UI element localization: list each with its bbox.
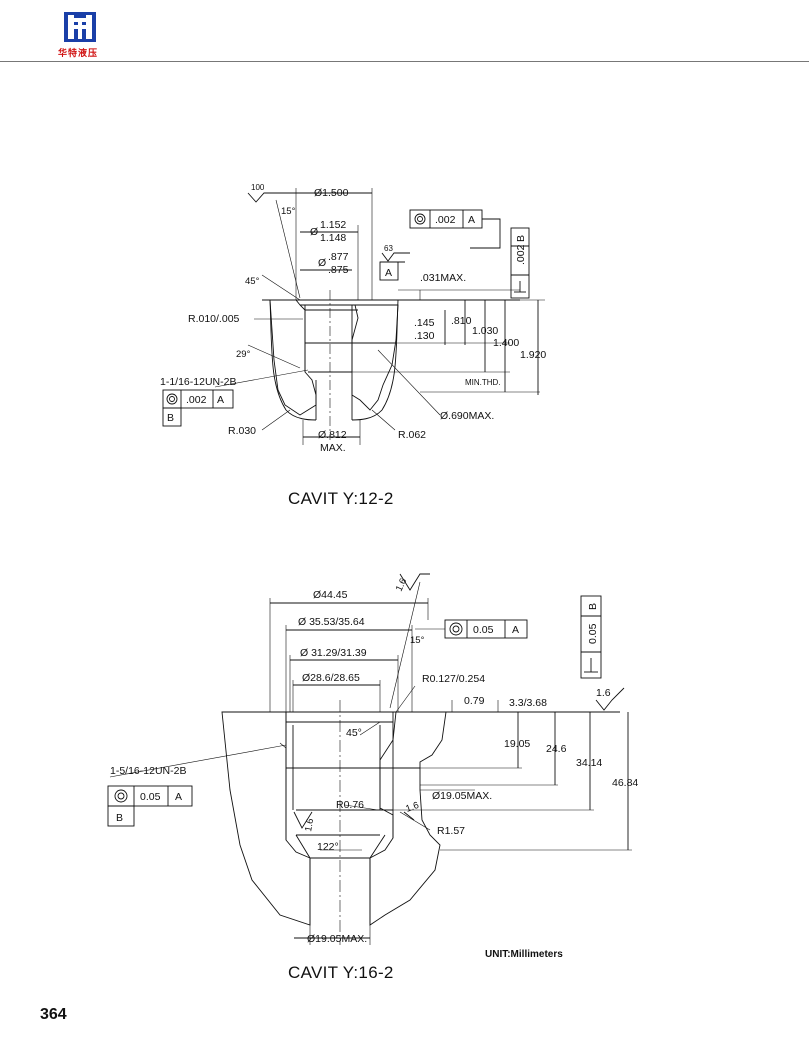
angle-15-bottom: 15° xyxy=(410,635,425,646)
dim-d690max: Ø.690MAX. xyxy=(440,410,494,422)
dim-4684: 46.84 xyxy=(612,777,638,789)
caption-cavity-12-2: CAVIT Y:12-2 xyxy=(288,489,394,508)
roughness-1-6-top: 1.6 xyxy=(394,577,410,594)
angle-29: 29° xyxy=(236,349,251,360)
fcf-bottom-thread-tolerance: 0.05 xyxy=(140,791,161,803)
angle-15: 15° xyxy=(281,206,296,217)
dim-max: MAX. xyxy=(320,442,346,454)
logo-icon xyxy=(64,12,96,42)
dim-145: .145 xyxy=(414,317,435,329)
fcf-bottom-thread-datum-b: B xyxy=(116,812,123,824)
roughness-1-6-left: 1.6 xyxy=(303,818,316,833)
dim-d3553: Ø 35.53/35.64 xyxy=(298,616,365,628)
angle-122: 122° xyxy=(317,841,339,853)
page-header: 华特液压 xyxy=(0,0,809,62)
dim-d4445: Ø44.45 xyxy=(313,589,348,601)
dim-246: 24.6 xyxy=(546,743,567,755)
fcf-bottom-thread-datum: A xyxy=(175,791,182,803)
dim-d875: .875 xyxy=(328,264,349,276)
dim-079: 0.79 xyxy=(464,695,485,707)
dim-r010: R.010/.005 xyxy=(188,313,240,325)
dim-r157: R1.57 xyxy=(437,825,465,837)
fcf-bottom-tolerance: 0.05 xyxy=(473,624,494,636)
fcf-thread-datum-b: B xyxy=(167,412,174,424)
fcf-perp-datum: B xyxy=(515,235,527,242)
dim-1905: 19.05 xyxy=(504,738,530,750)
angle-45-bottom: 45° xyxy=(346,727,362,739)
dim-d286: Ø28.6/28.65 xyxy=(302,672,360,684)
dim-1030: 1.030 xyxy=(472,325,498,337)
unit-label: UNIT:Millimeters xyxy=(485,949,563,960)
fcf-thread-tolerance: .002 xyxy=(186,394,207,406)
dim-1920: 1.920 xyxy=(520,349,546,361)
phi-symbol-1: Ø xyxy=(310,226,318,238)
dim-3414: 34.14 xyxy=(576,757,602,769)
phi-symbol-2: Ø xyxy=(318,257,326,269)
fcf-top-tolerance: .002 xyxy=(435,214,456,226)
dim-r127: R0.127/0.254 xyxy=(422,673,485,685)
dim-810: .810 xyxy=(451,315,472,327)
dim-d1905max: Ø19.05MAX. xyxy=(432,790,492,802)
thread-spec-top: 1-1/16-12UN-2B xyxy=(160,376,236,388)
dim-d3129: Ø 31.29/31.39 xyxy=(300,647,367,659)
thread-spec-bottom: 1-5/16-12UN-2B xyxy=(110,765,186,777)
fcf-bottom-perp-datum: B xyxy=(587,603,599,610)
caption-cavity-16-2: CAVIT Y:16-2 xyxy=(288,963,394,982)
min-thread-label: MIN.THD. xyxy=(465,378,501,387)
fcf-top-datum: A xyxy=(468,214,475,226)
fcf-bottom-perp-tolerance: 0.05 xyxy=(587,623,599,644)
dim-r062: R.062 xyxy=(398,429,426,441)
logo-text: 华特液压 xyxy=(58,48,99,58)
page-number: 364 xyxy=(40,1006,67,1023)
dim-r030: R.030 xyxy=(228,425,256,437)
dim-r076: R0.76 xyxy=(336,799,364,811)
fcf-perp-tolerance: .002 xyxy=(515,244,527,265)
roughness-100: 100 xyxy=(251,183,265,192)
dim-031max: .031MAX. xyxy=(420,272,466,284)
dim-d1148: 1.148 xyxy=(320,232,346,244)
dim-1400: 1.400 xyxy=(493,337,519,349)
header-divider xyxy=(0,61,809,62)
dim-d1905max-bottom: Ø19.05MAX. xyxy=(307,933,367,945)
roughness-63: 63 xyxy=(384,244,393,253)
fcf-thread-datum: A xyxy=(217,394,224,406)
dim-d1500: Ø1.500 xyxy=(314,187,349,199)
dim-130: .130 xyxy=(414,330,435,342)
fcf-bottom-datum: A xyxy=(512,624,519,636)
roughness-1-6-mid: 1.6 xyxy=(404,800,420,815)
dim-33: 3.3/3.68 xyxy=(509,697,547,709)
angle-45: 45° xyxy=(245,276,260,287)
dim-d877: .877 xyxy=(328,251,349,263)
dim-d1152: 1.152 xyxy=(320,219,346,231)
roughness-1-6-right: 1.6 xyxy=(596,687,611,699)
datum-a-label: A xyxy=(385,267,392,279)
dim-d812: Ø.812 xyxy=(318,429,347,441)
